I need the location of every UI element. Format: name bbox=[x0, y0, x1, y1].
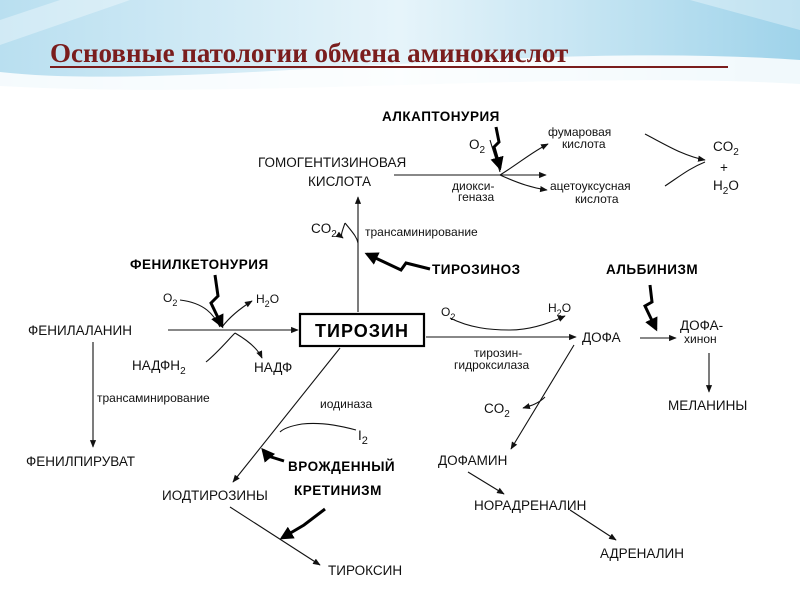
label-transamination-top: трансаминирование bbox=[365, 225, 478, 239]
label-dioxygenase-line2: геназа bbox=[458, 190, 494, 204]
disease-albinism: АЛЬБИНИЗМ bbox=[606, 262, 698, 277]
header-band bbox=[0, 0, 800, 100]
node-iodotyrosines: ИОДТИРОЗИНЫ bbox=[162, 488, 268, 503]
label-i2: I2 bbox=[358, 428, 368, 447]
label-o2-pheno: O2 bbox=[163, 291, 177, 308]
node-acetoacetic-line2: кислота bbox=[575, 192, 619, 206]
label-co2-dopamine: CO2 bbox=[484, 401, 510, 420]
node-phenylpyruvate: ФЕНИЛПИРУВАТ bbox=[26, 454, 135, 469]
node-tyrosine: ТИРОЗИН bbox=[315, 321, 409, 341]
label-h2o-dopa: H2O bbox=[548, 301, 571, 318]
node-dopaquinone-line2: хинон bbox=[684, 332, 717, 346]
label-co2-transamination: CO2 bbox=[311, 221, 337, 240]
disease-alkaptonuria: АЛКАПТОНУРИЯ bbox=[382, 109, 500, 124]
svg-text:H2O: H2O bbox=[713, 178, 739, 197]
node-adrenaline: АДРЕНАЛИН bbox=[600, 546, 684, 561]
disease-cretinism-line1: ВРОЖДЕННЫЙ bbox=[288, 459, 395, 474]
block-arrows bbox=[209, 126, 658, 540]
node-melanins: МЕЛАНИНЫ bbox=[668, 398, 747, 413]
label-nadp: НАДФ bbox=[254, 360, 292, 375]
disease-cretinism-line2: КРЕТИНИЗМ bbox=[294, 483, 382, 498]
disease-phenylketonuria: ФЕНИЛКЕТОНУРИЯ bbox=[130, 257, 269, 272]
node-thyroxine: ТИРОКСИН bbox=[328, 563, 402, 578]
node-acetoacetic-line1: ацетоуксусная bbox=[550, 179, 631, 193]
label-o2-dopa: O2 bbox=[441, 305, 455, 322]
node-noradrenaline: НОРАДРЕНАЛИН bbox=[474, 498, 586, 513]
label-tyr-hydroxylase-line1: тирозин- bbox=[474, 346, 522, 360]
node-fumaric-line1: фумаровая bbox=[548, 125, 611, 139]
node-phenylalanine: ФЕНИЛАЛАНИН bbox=[28, 323, 132, 338]
label-o2-alkapton: O2 bbox=[469, 137, 486, 156]
node-fumaric-line2: кислота bbox=[562, 137, 606, 151]
disease-tyrosinosis: ТИРОЗИНОЗ bbox=[432, 262, 521, 277]
label-h2o-pheno: H2O bbox=[256, 292, 279, 309]
node-dopa: ДОФА bbox=[582, 330, 621, 345]
node-homogentisic-line2: КИСЛОТА bbox=[308, 174, 371, 189]
label-iodinase: иодиназа bbox=[320, 397, 372, 411]
node-dopamine: ДОФАМИН bbox=[438, 453, 507, 468]
node-dopaquinone-line1: ДОФА- bbox=[680, 318, 723, 333]
svg-text:CO2: CO2 bbox=[713, 139, 739, 158]
tyrosine-box bbox=[298, 312, 426, 348]
label-dioxygenase-line1: диокси- bbox=[452, 179, 494, 193]
svg-text:+: + bbox=[720, 160, 728, 175]
node-co2-h2o: CO2 + H2O bbox=[713, 139, 739, 197]
label-nadph: НАДФН2 bbox=[132, 358, 186, 377]
label-transamination-left: трансаминирование bbox=[97, 391, 210, 405]
node-homogentisic-line1: ГОМОГЕНТИЗИНОВАЯ bbox=[258, 155, 406, 170]
label-tyr-hydroxylase-line2: гидроксилаза bbox=[454, 358, 530, 372]
page-title: Основные патологии обмена аминокислот bbox=[50, 38, 568, 68]
